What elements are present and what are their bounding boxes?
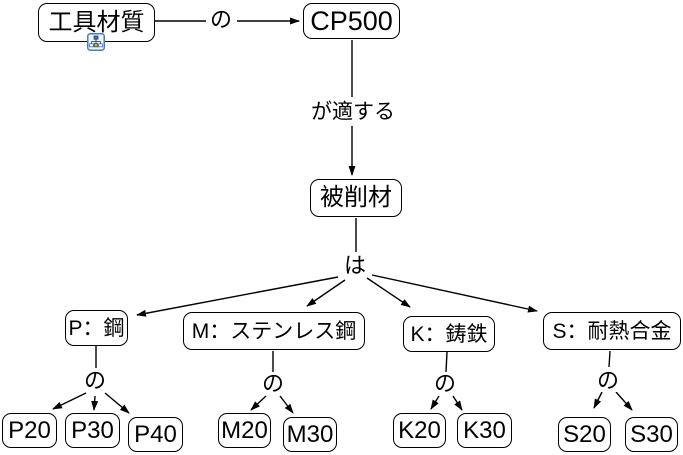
edge-no-to-s30 [615, 391, 633, 411]
edge-s-to-no [608, 350, 611, 368]
edge-label-no-m: の [258, 373, 288, 395]
node-cp500: CP500 [303, 3, 400, 39]
node-m30: M30 [283, 417, 337, 452]
edge-no-to-p20 [52, 392, 87, 410]
node-p-steel: P：鋼 [65, 310, 128, 346]
edge-no-to-m20 [250, 395, 267, 411]
edge-no-to-p40 [104, 392, 130, 414]
org-chart-icon[interactable] [87, 33, 105, 51]
edge-label-no-p: の [80, 370, 110, 392]
node-tool-material: 工具材質 [38, 3, 155, 42]
node-k30: K30 [457, 413, 512, 448]
node-p20: P20 [2, 413, 57, 448]
node-p30: P30 [65, 413, 120, 448]
node-p40: P40 [128, 417, 183, 452]
node-k-cast-iron: K：鋳鉄 [403, 316, 495, 352]
node-k20: K20 [393, 413, 446, 448]
edge-wa-to-k [366, 277, 411, 308]
edge-wa-to-s [371, 274, 538, 313]
node-s-heat-resistant-alloy: S：耐熱合金 [543, 312, 681, 350]
edge-no-to-k20 [430, 395, 440, 410]
node-s20: S20 [558, 417, 611, 452]
node-m-stainless-steel: M：ステンレス鋼 [183, 312, 365, 350]
edge-label-wa: は [340, 255, 370, 277]
edge-label-no-s: の [593, 370, 623, 392]
edge-label-no-k: の [430, 373, 460, 395]
node-s30: S30 [625, 417, 678, 452]
edge-label-no-top: の [206, 9, 236, 31]
node-m20: M20 [218, 413, 271, 448]
edge-no-to-s20 [593, 391, 603, 409]
edge-no-to-m30 [279, 395, 294, 414]
edge-wa-to-m [306, 279, 346, 307]
edge-no-to-k30 [452, 395, 463, 411]
edge-k-to-no [445, 351, 448, 373]
node-workpiece: 被削材 [310, 179, 402, 217]
edge-label-ga-tekisuru: が適する [308, 101, 398, 123]
edge-no-to-p30 [91, 395, 99, 411]
edge-wa-to-p [136, 276, 339, 317]
